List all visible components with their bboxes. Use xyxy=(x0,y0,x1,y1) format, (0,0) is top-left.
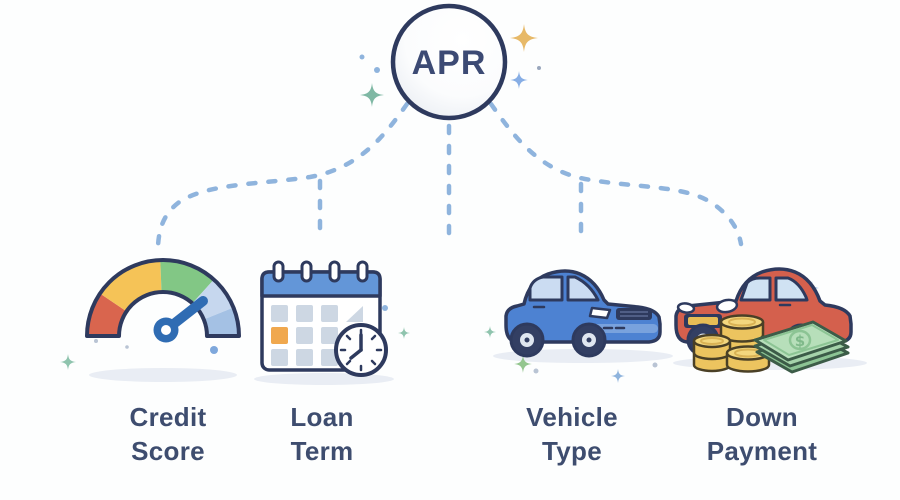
calendar-rings xyxy=(272,260,369,283)
apr-circle xyxy=(390,3,508,121)
factor-label-vehicle-type: Vehicle Type xyxy=(492,400,652,468)
blue-car-icon xyxy=(504,269,662,358)
coin-stacks xyxy=(692,314,771,373)
car-coins-cash-icon: $ xyxy=(674,267,853,374)
clock xyxy=(334,323,388,377)
label-line: Payment xyxy=(706,436,818,466)
label-line: Vehicle xyxy=(526,402,618,432)
cash-stack: $ xyxy=(753,320,850,374)
label-line: Down xyxy=(726,402,798,432)
calendar-grid xyxy=(271,305,363,366)
connector-left-curve xyxy=(155,101,410,249)
decorative-sparkles xyxy=(60,24,829,383)
dollar-sign: $ xyxy=(795,332,805,350)
credit-score-gauge-icon xyxy=(85,258,241,343)
label-line: Loan xyxy=(290,402,354,432)
factor-label-loan-term: Loan Term xyxy=(242,400,402,468)
factor-label-down-payment: Down Payment xyxy=(682,400,842,468)
calendar-clock-icon xyxy=(260,260,388,377)
grille xyxy=(616,308,652,320)
label-line: Type xyxy=(542,436,602,466)
headlight xyxy=(588,306,612,320)
wheels xyxy=(509,322,607,358)
label-line: Credit xyxy=(129,402,207,432)
connector-right-curve xyxy=(488,101,744,247)
label-line: Score xyxy=(131,436,205,466)
connector-lines xyxy=(155,101,744,249)
gauge-needle xyxy=(153,296,208,343)
factor-label-credit-score: Credit Score xyxy=(88,400,248,468)
label-line: Term xyxy=(290,436,354,466)
apr-node-label: APR xyxy=(411,44,487,82)
